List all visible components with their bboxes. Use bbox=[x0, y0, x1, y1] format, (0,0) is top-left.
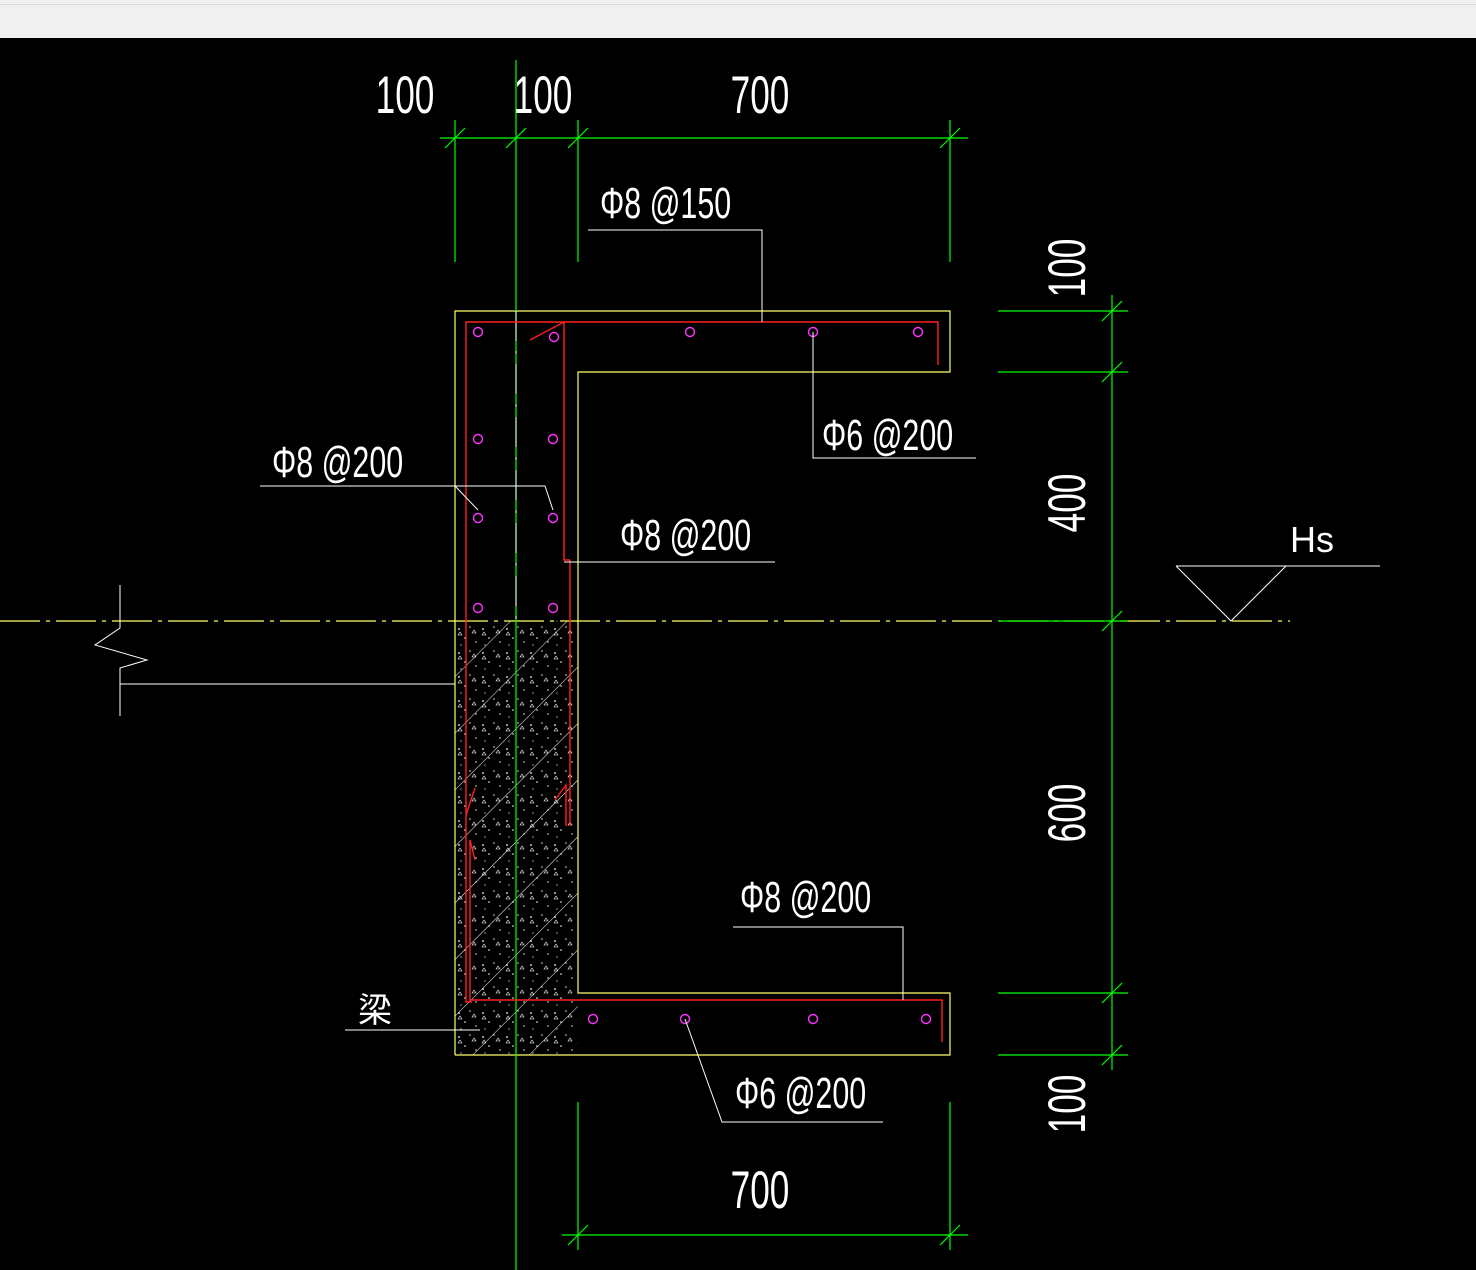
rebar-dots bbox=[472, 326, 932, 1025]
label-bottom-dist: Φ6 @200 bbox=[735, 1069, 866, 1118]
dim-top-2: 100 bbox=[514, 65, 573, 125]
title-bar-divider bbox=[0, 4, 1476, 5]
dim-top-1: 100 bbox=[376, 65, 435, 125]
label-top-slab: Φ8 @150 bbox=[600, 179, 731, 228]
section-outline bbox=[0, 310, 1290, 1056]
dim-bottom: 700 bbox=[731, 1160, 790, 1220]
label-left-wall: Φ8 @200 bbox=[272, 438, 403, 487]
rebar-lines bbox=[465, 320, 943, 1042]
leader-lines bbox=[93, 229, 1380, 1123]
title-bar bbox=[0, 0, 1476, 38]
label-top-dist: Φ6 @200 bbox=[822, 411, 953, 460]
dim-top-3: 700 bbox=[731, 65, 790, 125]
dim-right-top: 100 bbox=[1037, 239, 1097, 298]
dim-right-bottom: 100 bbox=[1037, 1075, 1097, 1134]
dim-right-upper: 400 bbox=[1037, 474, 1097, 533]
label-bottom-slab: Φ8 @200 bbox=[740, 873, 871, 922]
label-right-wall: Φ8 @200 bbox=[620, 511, 751, 560]
dim-right-lower: 600 bbox=[1037, 784, 1097, 843]
dimension-lines bbox=[440, 120, 1128, 1250]
beam-label: 梁 bbox=[358, 992, 392, 1030]
level-label: Hs bbox=[1290, 519, 1334, 560]
